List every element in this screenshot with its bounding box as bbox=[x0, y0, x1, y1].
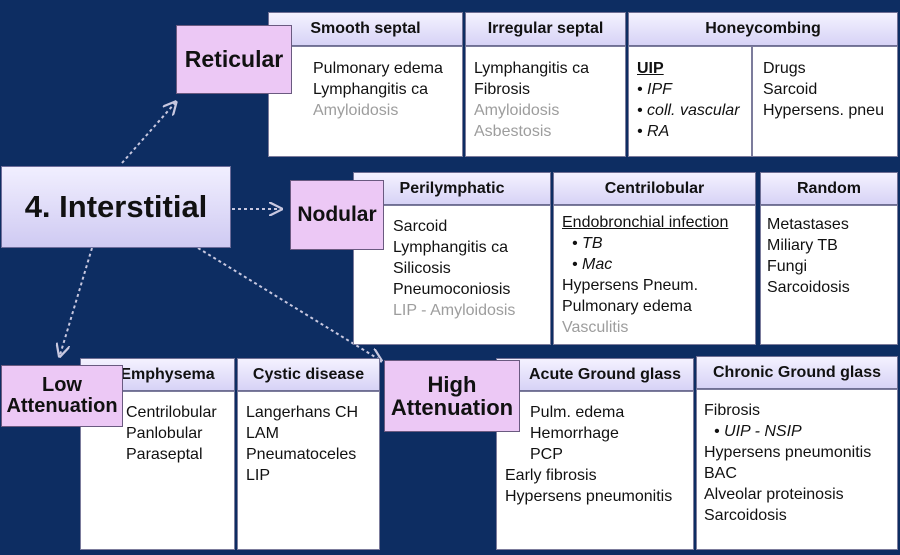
arrow-to-reticular bbox=[121, 103, 175, 164]
random-list: Metastases Miliary TB Fungi Sarcoidosis bbox=[767, 214, 850, 298]
smooth-septal-header: Smooth septal bbox=[268, 12, 463, 46]
interstitial-main-box: 4. Interstitial bbox=[1, 166, 231, 248]
list-item: Pulmonary edema bbox=[313, 60, 443, 77]
chronic-ground-glass-panel bbox=[696, 389, 898, 550]
reticular-tag: Reticular bbox=[176, 25, 292, 94]
list-item: Drugs bbox=[763, 60, 806, 77]
list-item: • TB bbox=[572, 235, 603, 252]
honeycombing-right-panel bbox=[752, 46, 898, 157]
honeycombing-header: Honeycombing bbox=[628, 12, 898, 46]
list-item: Hemorrhage bbox=[530, 425, 619, 442]
irregular-septal-header: Irregular septal bbox=[465, 12, 626, 46]
list-item: Sarcoidosis bbox=[767, 279, 850, 296]
cystic-disease-header: Cystic disease bbox=[237, 358, 380, 391]
chronic-ground-glass-list: Fibrosis • UIP - NSIP Hypersens pneumoni… bbox=[704, 400, 871, 526]
list-item: • coll. vascular bbox=[637, 102, 740, 119]
list-item: Pulm. edema bbox=[530, 404, 625, 421]
emphysema-list: Centrilobular Panlobular Paraseptal bbox=[126, 402, 217, 465]
smooth-septal-list: Pulmonary edema Lymphangitis ca Amyloido… bbox=[313, 58, 443, 121]
perilymphatic-panel bbox=[353, 205, 551, 345]
list-item: Sarcoidosis bbox=[704, 507, 787, 524]
list-item: • IPF bbox=[637, 81, 672, 98]
arrow-to-low-attenuation bbox=[60, 247, 93, 355]
chronic-ground-glass-header: Chronic Ground glass bbox=[696, 356, 898, 389]
honeycombing-left-panel bbox=[628, 46, 752, 157]
list-item: Lymphangitis ca bbox=[393, 239, 509, 256]
random-header: Random bbox=[760, 172, 898, 205]
perilymphatic-header: Perilymphatic bbox=[353, 172, 551, 205]
nodular-tag: Nodular bbox=[290, 180, 384, 250]
honeycombing-other-list: Drugs Sarcoid Hypersens. pneu bbox=[763, 58, 884, 121]
smooth-septal-panel bbox=[268, 46, 463, 157]
list-item: • RA bbox=[637, 123, 670, 140]
list-item: LAM bbox=[246, 425, 279, 442]
high-attenuation-tag: High Attenuation bbox=[384, 360, 520, 432]
list-item: Silicosis bbox=[393, 260, 451, 277]
list-item: Fungi bbox=[767, 258, 808, 275]
list-item: Lymphangitis ca bbox=[313, 81, 429, 98]
cystic-disease-list: Langerhans CH LAM Pneumatoceles LIP bbox=[246, 402, 358, 486]
list-item: Early fibrosis bbox=[505, 467, 597, 484]
list-item: Alveolar proteinosis bbox=[704, 486, 844, 503]
acute-ground-glass-list: Pulm. edema Hemorrhage PCP bbox=[530, 402, 624, 465]
list-item: Hypersens Pneum. bbox=[562, 277, 699, 294]
list-item: Centrilobular bbox=[126, 404, 217, 421]
list-item: BAC bbox=[704, 465, 737, 482]
list-item: LIP bbox=[246, 467, 271, 484]
honeycombing-uip-list: UIP • IPF • coll. vascular • RA bbox=[637, 58, 740, 142]
acute-ground-glass-header: Acute Ground glass bbox=[496, 358, 694, 391]
centrilobular-header: Centrilobular bbox=[553, 172, 756, 205]
irregular-septal-panel bbox=[465, 46, 626, 157]
list-item: Pneumatoceles bbox=[246, 446, 357, 463]
list-item: Paraseptal bbox=[126, 446, 203, 463]
list-item: Miliary TB bbox=[767, 237, 838, 254]
centrilobular-panel bbox=[553, 205, 756, 345]
endobronchial-infection-title: Endobronchial infection bbox=[562, 214, 729, 231]
cystic-disease-panel bbox=[237, 391, 380, 550]
list-item: LIP - Amyloidosis bbox=[393, 302, 516, 319]
list-item: PCP bbox=[530, 446, 563, 463]
list-item: Hypersens pneumonitis bbox=[505, 488, 673, 505]
acute-ground-glass-list-extra: Early fibrosis Hypersens pneumonitis bbox=[505, 465, 672, 507]
list-item: Hypersens. pneu bbox=[763, 102, 884, 119]
list-item: Pneumoconiosis bbox=[393, 281, 511, 298]
list-item: Pulmonary edema bbox=[562, 298, 692, 315]
list-item: Asbestosis bbox=[474, 123, 552, 140]
main-title: 4. Interstitial bbox=[24, 189, 208, 224]
random-panel bbox=[760, 205, 898, 345]
irregular-septal-list: Lymphangitis ca Fibrosis Amyloidosis Asb… bbox=[474, 58, 589, 142]
list-item: Sarcoid bbox=[763, 81, 818, 98]
uip-title: UIP bbox=[637, 60, 664, 77]
list-item: Metastases bbox=[767, 216, 849, 233]
low-attenuation-tag: Low Attenuation bbox=[1, 365, 123, 427]
list-item: Amyloidosis bbox=[313, 102, 399, 119]
list-item: Hypersens pneumonitis bbox=[704, 444, 872, 461]
list-item: Amyloidosis bbox=[474, 102, 560, 119]
list-item: Vasculitis bbox=[562, 319, 629, 336]
acute-ground-glass-panel bbox=[496, 391, 694, 550]
centrilobular-list: Endobronchial infection • TB • Mac Hyper… bbox=[562, 212, 728, 338]
list-item: Sarcoid bbox=[393, 218, 448, 235]
list-item: • Mac bbox=[572, 256, 613, 273]
list-item: Langerhans CH bbox=[246, 404, 359, 421]
list-item: Panlobular bbox=[126, 425, 203, 442]
list-item: • UIP - NSIP bbox=[714, 423, 802, 440]
list-item: Lymphangitis ca bbox=[474, 60, 590, 77]
perilymphatic-list: Sarcoid Lymphangitis ca Silicosis Pneumo… bbox=[393, 216, 515, 321]
list-item: Fibrosis bbox=[474, 81, 531, 98]
list-item: Fibrosis bbox=[704, 402, 761, 419]
